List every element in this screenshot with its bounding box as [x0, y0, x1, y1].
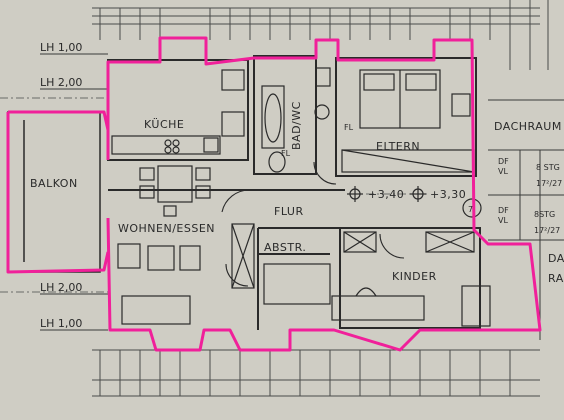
kinder-furniture [263, 231, 491, 327]
room-label-kueche: KÜCHE [144, 118, 184, 131]
kitchen-fittings [111, 69, 245, 155]
lh-label-bottom-2: LH 2,00 [40, 281, 82, 294]
edge-text-da: DA [548, 252, 564, 265]
level-label-2: +3,30 [430, 188, 466, 201]
roof-hatch-top [92, 0, 549, 70]
right-stair-area [488, 99, 564, 340]
stair-stg-1: 8 STG [536, 163, 560, 172]
fl-label-eltern: FL [344, 123, 354, 132]
dining-set [139, 165, 211, 217]
stair-df-2: DF [498, 206, 509, 215]
circle-number: 7 [468, 205, 473, 214]
level-label-1: +3,40 [368, 188, 404, 201]
stair-df-1: DF [498, 157, 509, 166]
bath-fittings [261, 67, 331, 173]
room-label-abstr: ABSTR. [264, 241, 306, 254]
room-label-eltern: ELTERN [376, 140, 420, 153]
lh-label-top-2: LH 2,00 [40, 76, 82, 89]
level-markers [347, 186, 482, 218]
lh-label-top-1: LH 1,00 [40, 41, 82, 54]
room-label-wohnen: WOHNEN/ESSEN [118, 222, 215, 235]
lh-label-bottom-1: LH 1,00 [40, 317, 82, 330]
fl-label-bad: FL [281, 149, 291, 158]
edge-text-ra: RA [548, 272, 564, 285]
stair-vl-1: VL [498, 167, 508, 176]
stair-size-2: 17²/27 [534, 226, 560, 235]
room-label-flur: FLUR [274, 205, 304, 218]
living-furniture [117, 223, 255, 325]
room-label-kinder: KINDER [392, 270, 437, 283]
stair-size-1: 17²/27 [536, 179, 562, 188]
room-label-dachraum: DACHRAUM [494, 120, 562, 133]
room-label-balkon: BALKON [30, 177, 78, 190]
stair-vl-2: VL [498, 216, 508, 225]
stair-stg-2: 8STG [534, 210, 555, 219]
door-swings [221, 161, 405, 287]
highlight-outline [6, 36, 542, 352]
lh-lines [40, 53, 108, 331]
double-bed [341, 69, 475, 173]
room-label-bad: BAD/WC [290, 101, 303, 150]
